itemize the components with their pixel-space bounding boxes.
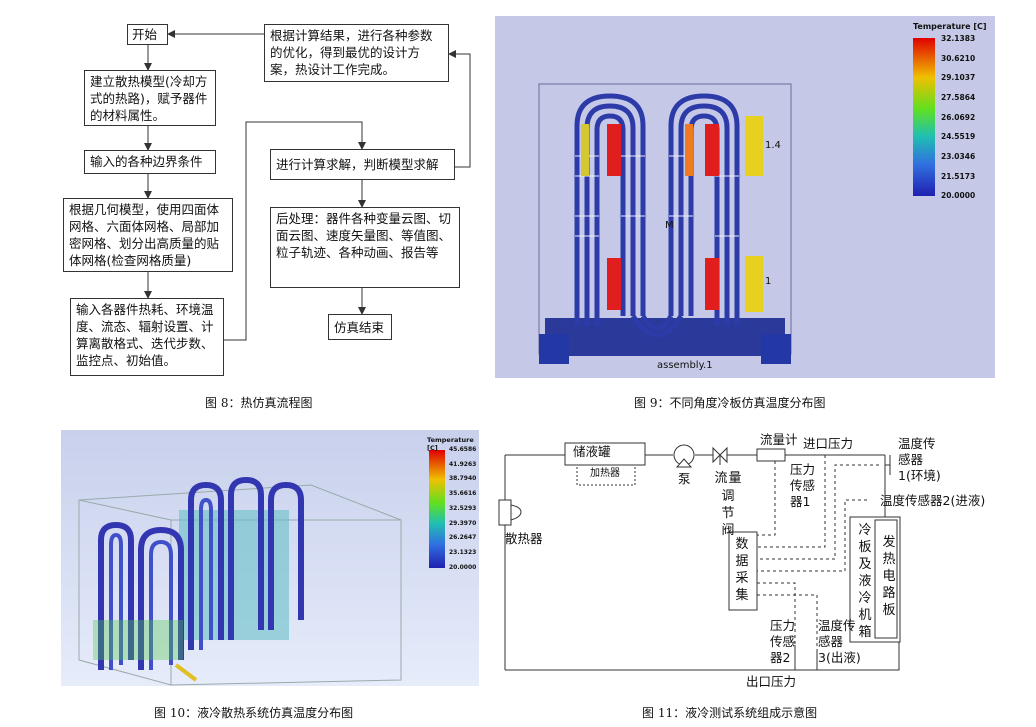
fig10-legend-value: 23.1323	[449, 549, 477, 556]
circuit-board-label-char: 板	[882, 603, 896, 618]
valve-label-char: 节	[721, 506, 735, 521]
temp-sensor3-line: 感器	[818, 634, 844, 649]
temp-sensor3-line: 温度传	[818, 618, 856, 633]
pump-label: 泵	[678, 471, 691, 486]
fig9-legend-value: 21.5173	[941, 172, 976, 181]
fig9-legend-title: Temperature [C]	[913, 22, 987, 31]
pressure-sensor1-line: 器1	[790, 494, 811, 509]
fig9-label-b: 1	[765, 276, 772, 287]
pressure-sensor2-line: 器2	[770, 650, 791, 665]
tank-label: 储液罐	[573, 444, 611, 459]
circuit-board-label-char: 热	[882, 552, 896, 567]
valve-label-char: 调	[721, 489, 735, 504]
fig9-simulation: Temperature [C] 32.1383 30.6210 29.1037 …	[495, 16, 995, 378]
inlet-pressure-label: 进口压力	[803, 436, 854, 451]
post-process-step: 后处理：器件各种变量云图、切面云图、速度矢量图、等值图、粒子轨迹、各种动画、报告…	[270, 207, 460, 288]
circuit-board-label-char: 电	[882, 569, 896, 584]
pressure-sensor1-line: 传感	[790, 478, 816, 493]
fig10-legend-value: 41.9263	[449, 461, 477, 468]
radiator-label: 散热器	[505, 531, 543, 546]
fig11-caption: 图 11：液冷测试系统组成示意图	[642, 706, 818, 720]
valve-label-char: 流	[714, 471, 728, 486]
start-node: 开始	[127, 24, 168, 45]
fig9-legend-value: 24.5519	[941, 132, 976, 141]
fig9-legend-value: 20.0000	[941, 191, 976, 200]
fig9-legend-value: 29.1037	[941, 73, 976, 82]
coldplate-label-char: 箱	[858, 625, 872, 640]
fig8-caption: 图 8：热仿真流程图	[205, 396, 313, 410]
fig11-lines	[498, 442, 901, 671]
input-params-step: 输入各器件热耗、环境温度、流态、辐射设置、计算离散格式、迭代步数、监控点、初始值…	[70, 298, 224, 376]
temp-sensor3-line: 3(出液)	[818, 650, 861, 665]
daq-label-char: 采	[735, 571, 749, 586]
coldplate-label-char: 液	[858, 574, 872, 589]
fig9-legend-value: 27.5864	[941, 93, 976, 102]
mesh-step: 根据几何模型，使用四面体网格、六面体网格、局部加密网格、划分出高质量的贴体网格(…	[63, 198, 233, 272]
valve-label-char: 量	[728, 471, 742, 486]
circuit-board-label-char: 发	[882, 535, 896, 550]
fig9-label-d: assembly.1	[657, 360, 713, 371]
fig10-legend-value: 26.2647	[449, 534, 477, 541]
temp-sensor1-line: 1(环境)	[898, 468, 941, 483]
fig10-render	[78, 450, 445, 686]
fig10-legend-value: 35.6616	[449, 490, 477, 497]
coldplate-label-char: 冷	[858, 591, 872, 606]
fig8-connectors	[144, 30, 471, 341]
solve-step: 进行计算求解，判断模型求解	[270, 149, 455, 180]
fig10-legend-value: 29.3970	[449, 520, 477, 527]
valve-label-char: 阀	[721, 523, 735, 538]
fig9-legend-value: 30.6210	[941, 54, 976, 63]
pressure-sensor2-line: 压力	[770, 618, 796, 633]
circuit-board-label-char: 路	[882, 586, 896, 601]
coldplate-label-char: 冷	[858, 523, 872, 538]
fig10-caption: 图 10：液冷散热系统仿真温度分布图	[154, 706, 354, 720]
boundary-step: 输入的各种边界条件	[84, 150, 216, 174]
fig9-label-a: 1.4	[765, 140, 781, 151]
fig10-legend-value: 32.5293	[449, 505, 477, 512]
heater-label: 加热器	[590, 468, 620, 479]
daq-label-char: 数	[735, 537, 749, 552]
optimize-step: 根据计算结果，进行各种参数的优化，得到最优的设计方案，热设计工作完成。	[264, 24, 449, 82]
fig9-label-c: M	[665, 220, 674, 231]
fig10-legend-title: Temperature [C]	[427, 436, 474, 452]
fig9-legend-value: 23.0346	[941, 152, 976, 161]
fig9-caption: 图 9：不同角度冷板仿真温度分布图	[634, 396, 826, 410]
fig10-simulation: Temperature [C] 45.6586 41.9263 38.7940 …	[61, 430, 479, 686]
coldplate-label-char: 及	[858, 557, 872, 572]
flowmeter-label: 流量计	[760, 432, 798, 447]
daq-label-char: 据	[735, 554, 749, 569]
fig9-render	[538, 38, 935, 364]
temp-sensor1-line: 温度传	[898, 436, 936, 451]
fig10-legend-value: 20.0000	[449, 564, 477, 571]
pressure-sensor1-line: 压力	[790, 462, 816, 477]
pressure-sensor2-line: 传感	[770, 634, 796, 649]
fig10-legend-value: 38.7940	[449, 475, 477, 482]
daq-label-char: 集	[735, 588, 749, 603]
temp-sensor1-line: 感器	[898, 452, 924, 467]
fig9-legend-value: 26.0692	[941, 113, 976, 122]
coldplate-label-char: 板	[858, 540, 872, 555]
fig10-legend-value: 45.6586	[449, 446, 477, 453]
outlet-pressure-label: 出口压力	[746, 674, 797, 689]
build-model-step: 建立散热模型(冷却方式的热路)，赋予器件的材料属性。	[84, 70, 216, 126]
temp-sensor2-label: 温度传感器2(进液)	[880, 493, 986, 508]
fig9-legend-value: 32.1383	[941, 34, 976, 43]
coldplate-label-char: 机	[858, 608, 872, 623]
end-node: 仿真结束	[328, 314, 392, 340]
